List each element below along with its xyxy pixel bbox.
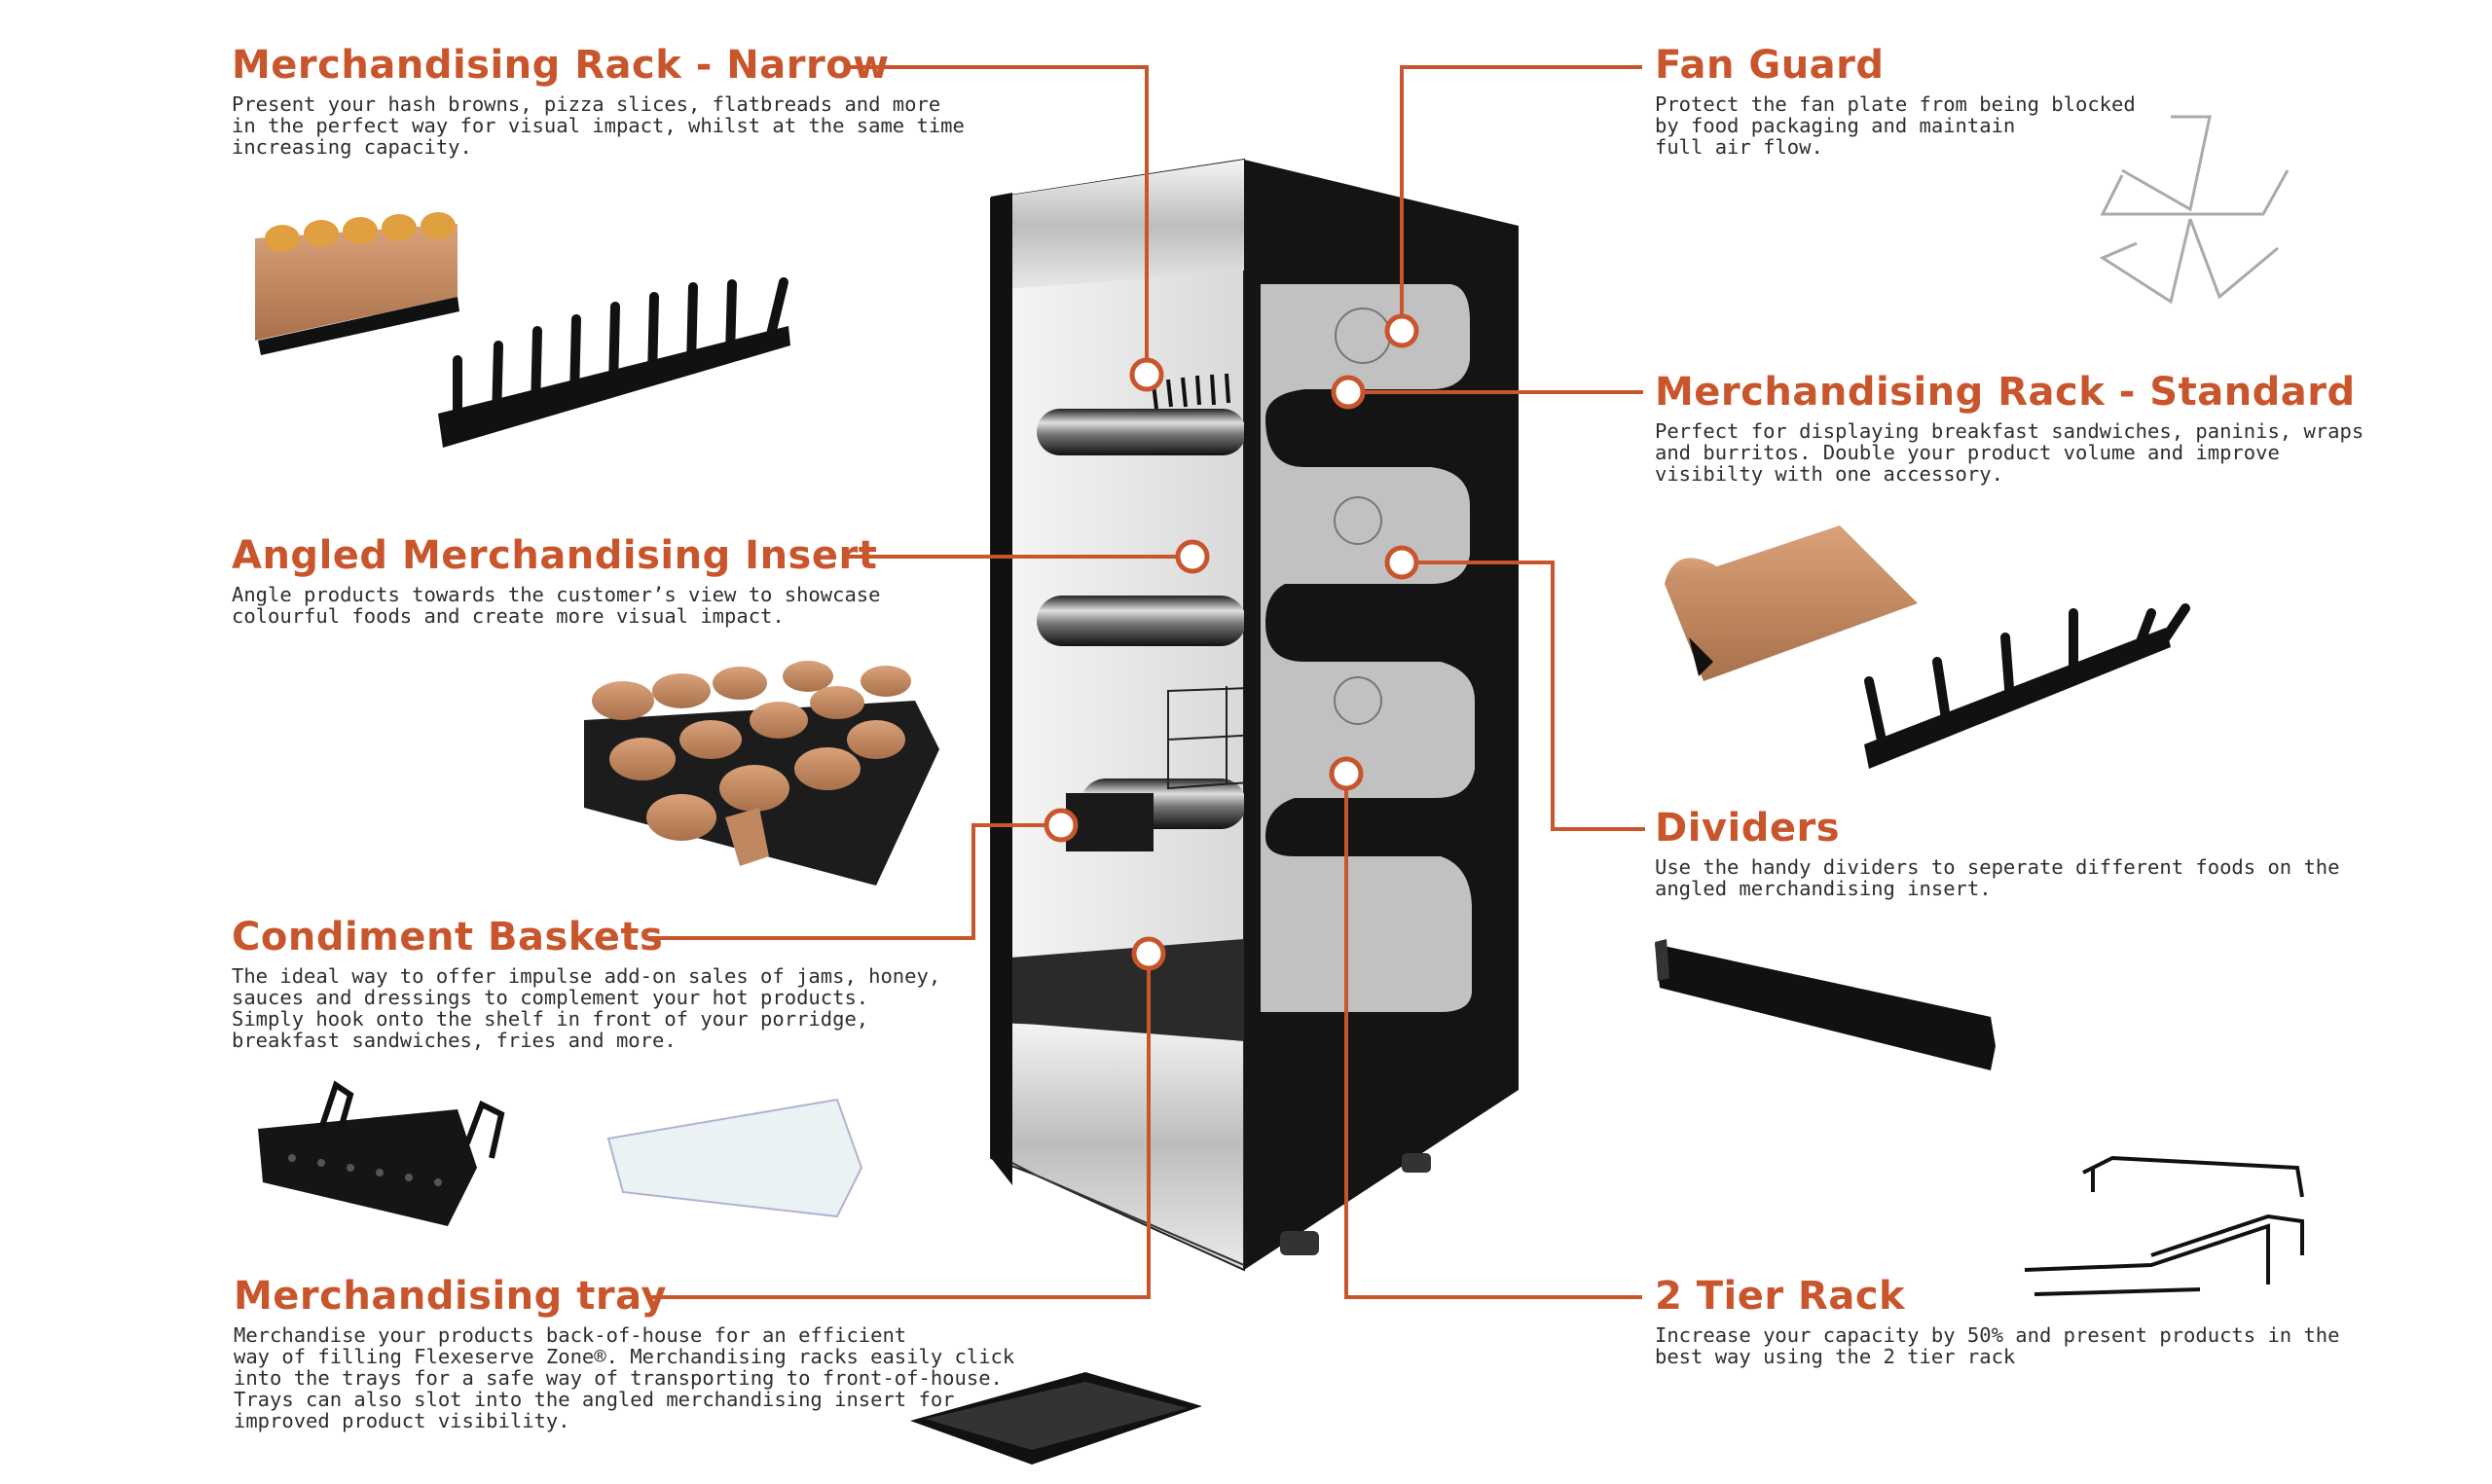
callout-title: Fan Guard bbox=[1655, 43, 1885, 88]
description-line: colourful foods and create more visual i… bbox=[232, 604, 785, 628]
heated-display-cabinet bbox=[990, 158, 1519, 1272]
description-line: Merchandise your products back-of-house … bbox=[234, 1323, 907, 1347]
callout-title: Merchandising Rack - Standard bbox=[1655, 370, 2356, 415]
callout-title: Merchandising Rack - Narrow bbox=[232, 43, 890, 88]
description-line: sauces and dressings to complement your … bbox=[232, 986, 869, 1009]
description-line: Angle products towards the customer’s vi… bbox=[232, 583, 881, 606]
description-line: angled merchandising insert. bbox=[1655, 877, 1992, 900]
callout-title: Angled Merchandising Insert bbox=[232, 533, 878, 578]
callout-title: 2 Tier Rack bbox=[1655, 1274, 1906, 1319]
divider-illustration bbox=[1655, 939, 1996, 1070]
callout-description: Merchandise your products back-of-house … bbox=[234, 1324, 1014, 1431]
callout-merchandising-tray: Merchandising tray Merchandise your prod… bbox=[234, 1274, 1014, 1431]
description-line: The ideal way to offer impulse add-on sa… bbox=[232, 964, 941, 988]
condiment-basket-illustrations bbox=[258, 1080, 863, 1226]
description-line: Perfect for displaying breakfast sandwic… bbox=[1655, 419, 2364, 443]
pin-markers bbox=[1044, 313, 1419, 971]
description-line: in the perfect way for visual impact, wh… bbox=[232, 114, 965, 137]
description-line: Use the handy dividers to seperate diffe… bbox=[1655, 855, 2340, 879]
description-line: visibilty with one accessory. bbox=[1655, 462, 2003, 486]
callout-title: Condiment Baskets bbox=[232, 915, 664, 959]
description-line: and burritos. Double your product volume… bbox=[1655, 441, 2280, 464]
merchandising-tray-illustration bbox=[910, 1372, 1202, 1465]
description-line: full air flow. bbox=[1655, 135, 1823, 159]
callout-dividers: Dividers Use the handy dividers to seper… bbox=[1655, 806, 2340, 899]
callout-rack-narrow: Merchandising Rack - Narrow Present your… bbox=[232, 43, 965, 158]
callout-description: Present your hash browns, pizza slices, … bbox=[232, 93, 965, 158]
angled-insert-illustration bbox=[584, 661, 939, 886]
description-line: Trays can also slot into the angled merc… bbox=[234, 1388, 955, 1411]
description-line: breakfast sandwiches, fries and more. bbox=[232, 1029, 677, 1052]
two-tier-rack-illustration bbox=[2024, 1155, 2304, 1296]
description-line: Simply hook onto the shelf in front of y… bbox=[232, 1007, 869, 1031]
callout-description: Use the handy dividers to seperate diffe… bbox=[1655, 856, 2340, 899]
standard-rack-illustration bbox=[1665, 525, 2190, 769]
fan-guard-illustration bbox=[2099, 115, 2290, 305]
callout-angled-insert: Angled Merchandising Insert Angle produc… bbox=[232, 533, 880, 627]
description-line: Increase your capacity by 50% and presen… bbox=[1655, 1323, 2340, 1347]
leader-lines bbox=[646, 65, 1645, 1299]
description-line: way of filling Flexeserve Zone®. Merchan… bbox=[234, 1345, 1015, 1368]
description-line: increasing capacity. bbox=[232, 135, 472, 159]
description-line: Present your hash browns, pizza slices, … bbox=[232, 92, 941, 116]
callout-description: Perfect for displaying breakfast sandwic… bbox=[1655, 420, 2364, 485]
callout-description: Increase your capacity by 50% and presen… bbox=[1655, 1324, 2340, 1367]
description-line: improved product visibility. bbox=[234, 1409, 570, 1432]
description-line: by food packaging and maintain bbox=[1655, 114, 2016, 137]
callout-description: Protect the fan plate from being blocked… bbox=[1655, 93, 2136, 158]
callout-rack-standard: Merchandising Rack - Standard Perfect fo… bbox=[1655, 370, 2364, 485]
description-line: into the trays for a safe way of transpo… bbox=[234, 1366, 1003, 1390]
narrow-rack-illustration bbox=[255, 212, 790, 448]
callout-description: The ideal way to offer impulse add-on sa… bbox=[232, 965, 940, 1051]
callout-two-tier-rack: 2 Tier Rack Increase your capacity by 50… bbox=[1655, 1274, 2340, 1367]
callout-fan-guard: Fan Guard Protect the fan plate from bei… bbox=[1655, 43, 2136, 158]
callout-title: Merchandising tray bbox=[234, 1274, 667, 1319]
callout-description: Angle products towards the customer’s vi… bbox=[232, 584, 880, 627]
description-line: Protect the fan plate from being blocked bbox=[1655, 92, 2136, 116]
callout-title: Dividers bbox=[1655, 806, 1840, 851]
description-line: best way using the 2 tier rack bbox=[1655, 1345, 2016, 1368]
callout-condiment-baskets: Condiment Baskets The ideal way to offer… bbox=[232, 915, 940, 1051]
